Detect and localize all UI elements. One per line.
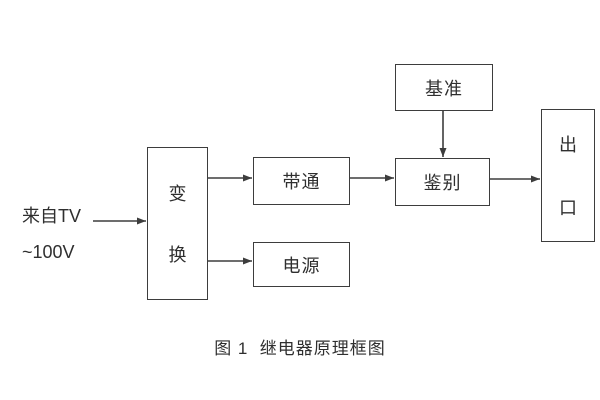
block-output: 出 口 (541, 109, 595, 242)
block-transform-char2: 换 (168, 245, 187, 265)
block-transform: 变 换 (147, 147, 208, 300)
input-source-line1: 来自TV (22, 206, 82, 226)
input-source-label: 来自TV ~100V (22, 198, 81, 270)
block-discriminator: 鉴别 (395, 158, 490, 206)
block-power-label: 电源 (282, 255, 321, 276)
input-source-line2: ~100V (22, 242, 75, 262)
figure-caption: 图 1 继电器原理框图 (214, 339, 386, 358)
block-transform-char1: 变 (168, 184, 187, 204)
block-reference-label: 基准 (425, 78, 463, 99)
block-output-char2: 口 (559, 198, 577, 218)
block-output-char1: 出 (559, 135, 577, 155)
block-discriminator-label: 鉴别 (423, 173, 462, 193)
block-bandpass: 带通 (253, 157, 350, 205)
block-power: 电源 (253, 242, 350, 287)
block-reference: 基准 (395, 64, 493, 111)
block-bandpass-label: 带通 (282, 172, 321, 192)
